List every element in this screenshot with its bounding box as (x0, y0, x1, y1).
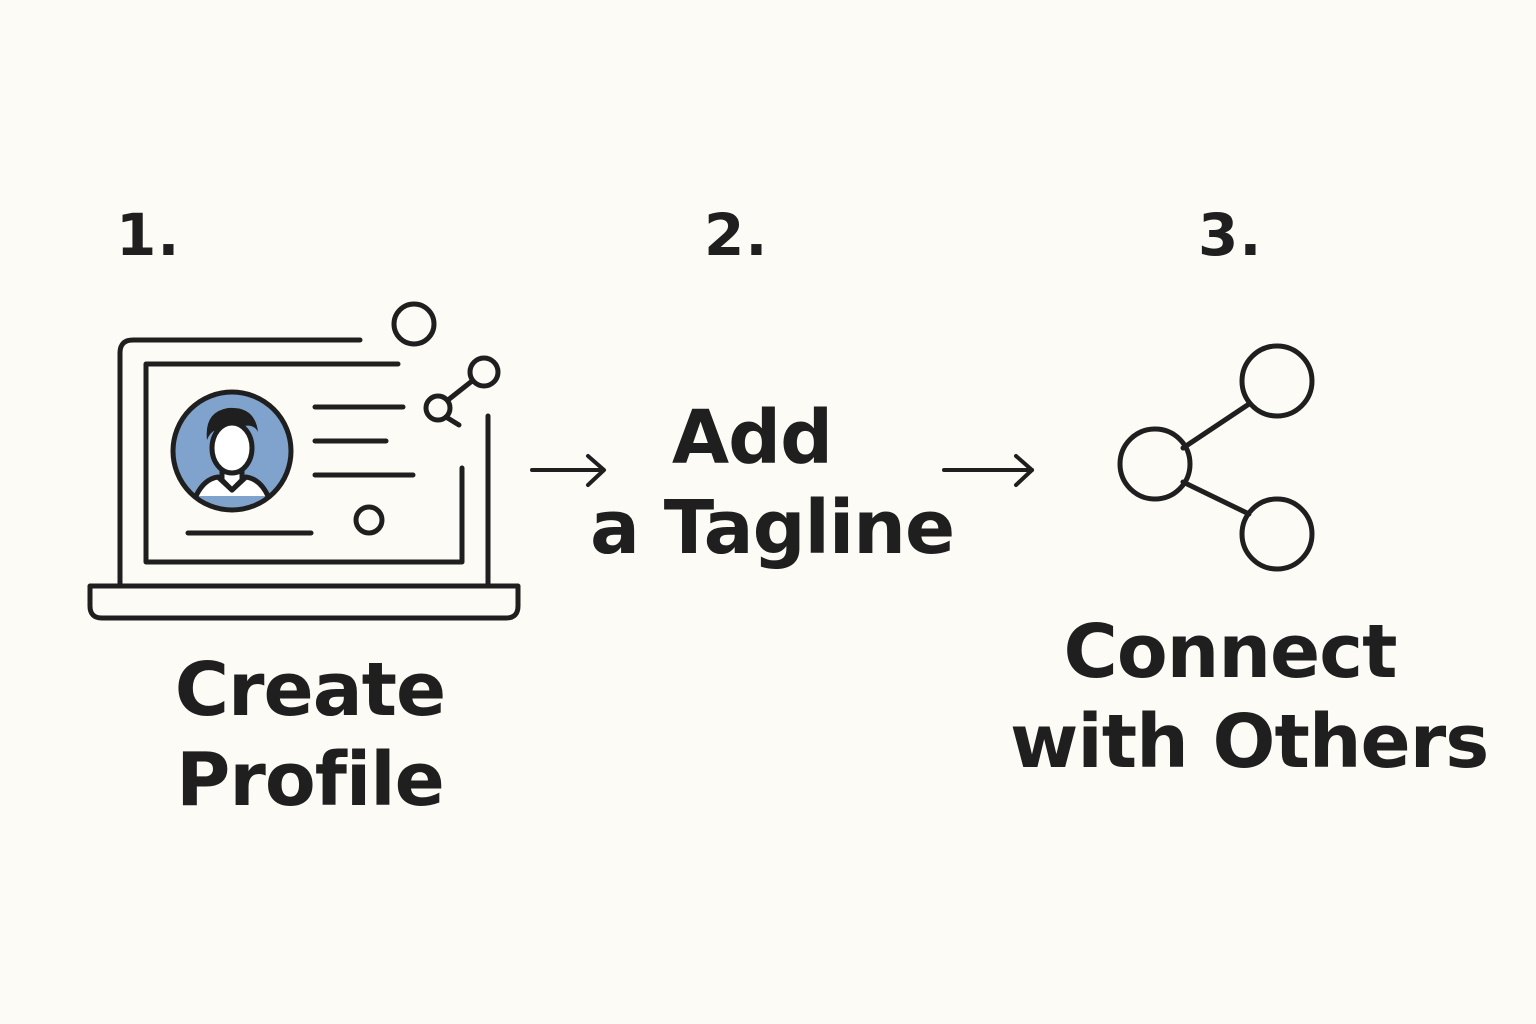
step-2-label-line-2: a Tagline (590, 485, 955, 571)
step-1-number: 1. (116, 201, 181, 269)
step-3-number: 3. (1198, 201, 1263, 269)
step-2-label: Add a Tagline (590, 393, 955, 573)
step-3-label-line-1: Connect (1063, 609, 1398, 695)
step-3-label: Connect with Others (1010, 607, 1489, 787)
step-1-label-line-1: Create (174, 647, 447, 733)
step-1-label: Create Profile (160, 645, 460, 825)
step-2-label-line-1: Add (671, 395, 833, 481)
step-2-number: 2. (704, 201, 769, 269)
avatar (170, 389, 294, 513)
step-3-label-line-2: with Others (1010, 699, 1489, 785)
step-1-label-line-2: Profile (176, 737, 445, 823)
